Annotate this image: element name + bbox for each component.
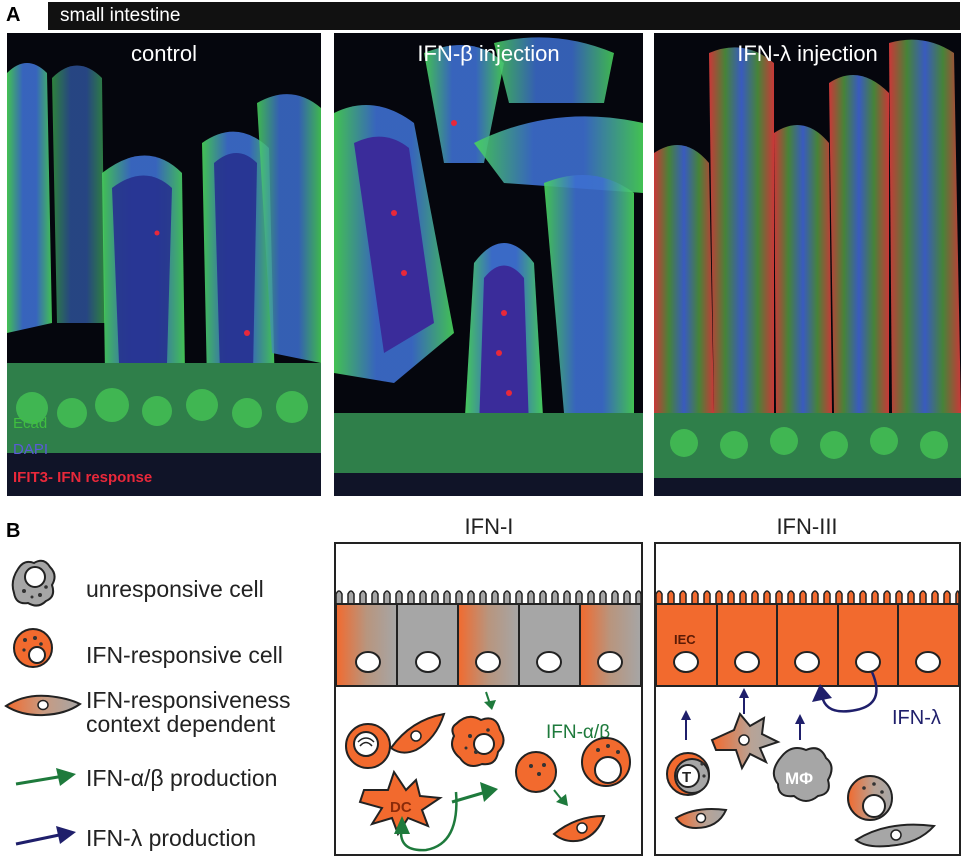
legend-label-context-2: context dependent bbox=[86, 711, 276, 737]
macrophage-label: MΦ bbox=[785, 769, 813, 788]
green-arrow-icon bbox=[14, 766, 78, 790]
ifn-ab-label: IFN-α/β bbox=[546, 722, 610, 743]
dc-label: DC bbox=[390, 799, 412, 816]
micrograph-ifn-beta: IFN-β injection bbox=[334, 33, 643, 496]
t-cell-label: T bbox=[682, 769, 691, 786]
navy-arrow-icon bbox=[14, 824, 78, 848]
panel-a-letter: A bbox=[6, 4, 21, 26]
legend-label-responsive: IFN-responsive cell bbox=[86, 642, 283, 668]
ifn-i-title: IFN-I bbox=[464, 514, 514, 539]
panel-b-letter: B bbox=[6, 520, 21, 542]
unresponsive-cell-icon bbox=[10, 557, 58, 609]
image-title-control: control bbox=[130, 41, 198, 66]
stain-label-dapi: DAPI bbox=[13, 441, 49, 458]
ifn-lambda-label: IFN-λ bbox=[892, 707, 941, 729]
ifn-i-diagram: IFN-α/β DC bbox=[334, 542, 643, 856]
stain-label-ecad: Ecad bbox=[13, 415, 48, 432]
tissue-header-bar: small intestine bbox=[48, 2, 960, 30]
ifn-iii-title: IFN-III bbox=[776, 514, 838, 539]
image-title-ifn-beta: IFN-β injection bbox=[417, 41, 560, 66]
image-title-ifn-lambda: IFN-λ injection bbox=[737, 41, 878, 66]
ifn-iii-diagram: IEC IFN-λ T MΦ bbox=[654, 542, 961, 856]
legend-label-navy-arrow: IFN-λ production bbox=[86, 825, 257, 851]
context-dependent-cell-icon bbox=[4, 690, 82, 720]
legend-label-green-arrow: IFN-α/β production bbox=[86, 765, 278, 791]
legend-label-unresponsive: unresponsive cell bbox=[86, 576, 264, 602]
micrograph-control: control Ecad DAPI IFIT3- IFN response bbox=[7, 33, 321, 496]
iec-label: IEC bbox=[674, 632, 696, 647]
micrograph-ifn-lambda: IFN-λ injection bbox=[654, 33, 961, 496]
stain-label-ifit3: IFIT3- IFN response bbox=[13, 469, 153, 486]
legend-label-context-1: IFN-responsiveness bbox=[86, 687, 291, 713]
responsive-cell-icon bbox=[11, 626, 55, 670]
